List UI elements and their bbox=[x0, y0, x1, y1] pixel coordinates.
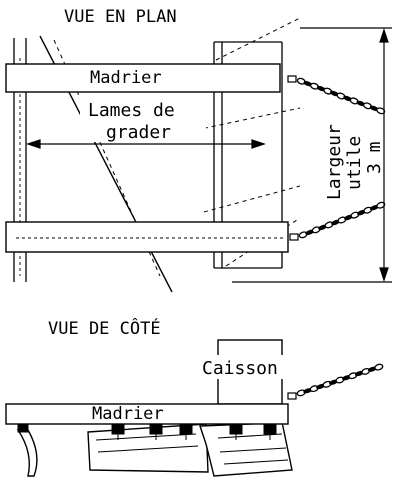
side-beam bbox=[5, 403, 289, 425]
blade-width-arrow bbox=[26, 139, 266, 149]
plan-top-beam bbox=[5, 63, 281, 93]
chain-link bbox=[374, 363, 384, 371]
plan-chain-attach bbox=[287, 75, 299, 241]
side-caisson-label: Caisson bbox=[202, 358, 278, 379]
plan-view-title: VUE EN PLAN bbox=[64, 7, 177, 27]
blade-label-line1: Lames de bbox=[88, 100, 175, 121]
side-view-title: VUE DE CÔTÉ bbox=[48, 317, 161, 339]
side-blade-hatch bbox=[95, 433, 289, 465]
side-beam-label: Madrier bbox=[92, 404, 164, 424]
plan-top-chain bbox=[296, 77, 386, 115]
side-caisson-label-bg bbox=[200, 355, 296, 379]
useful-width-label-line2: utile bbox=[344, 136, 365, 190]
useful-width-dimension bbox=[232, 27, 392, 283]
plan-bottom-beam bbox=[5, 221, 289, 253]
plan-bottom-chain bbox=[298, 201, 386, 239]
useful-width-label-line1: Largeur bbox=[324, 124, 345, 200]
blade-label-bg bbox=[80, 96, 206, 142]
plan-top-beam-label: Madrier bbox=[90, 68, 162, 88]
plan-left-post bbox=[13, 38, 27, 282]
blade-label-line2: grader bbox=[106, 122, 171, 143]
side-chain-attach bbox=[287, 392, 297, 400]
useful-width-label: Largeur utile 3 m bbox=[324, 124, 385, 200]
side-chain bbox=[296, 363, 384, 397]
useful-width-label-line3: 3 m bbox=[364, 141, 385, 174]
